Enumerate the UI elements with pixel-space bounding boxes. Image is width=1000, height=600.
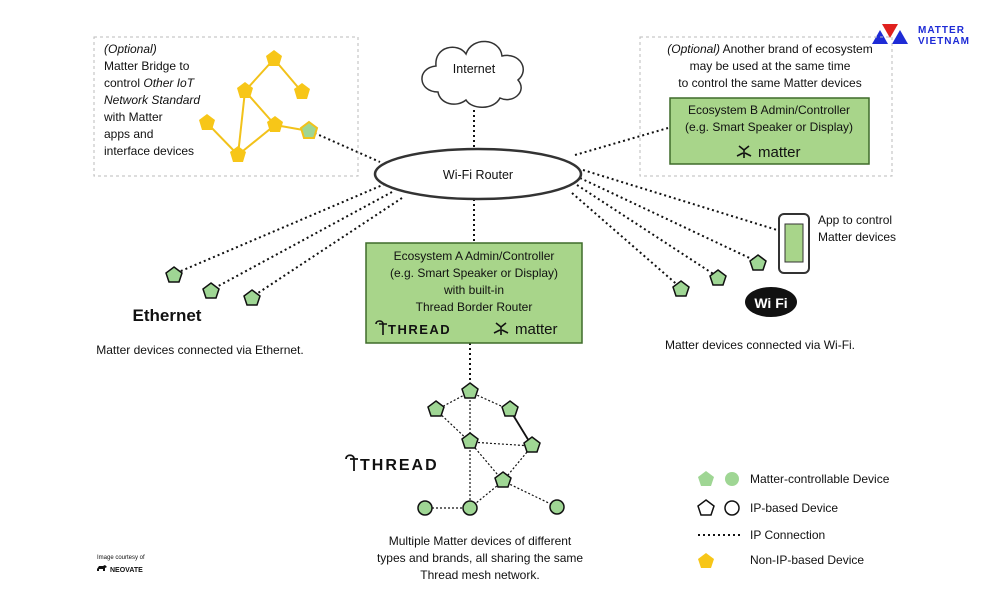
ecosystem-a-line-4: Thread Border Router [416, 300, 533, 314]
internet-cloud: Internet [421, 40, 524, 108]
ecosystem-b-panel: (Optional) Another brand of ecosystem ma… [639, 36, 893, 177]
legend-ip-pentagon-icon [697, 499, 715, 516]
wifi-router: Wi-Fi Router [373, 147, 583, 201]
app-label-line-1: App to control [818, 213, 892, 227]
wifi-logo: Wi Fi [745, 287, 797, 317]
wifi-device-3 [672, 280, 690, 297]
ethernet-device-2 [202, 282, 220, 299]
ecosystem-b-matter-logo: matter [758, 144, 801, 161]
wifi-router-label: Wi-Fi Router [443, 168, 513, 182]
non-ip-device-6 [230, 146, 246, 162]
ecosystem-b-note-line2: may be used at the same time [690, 59, 851, 73]
smartphone-icon [778, 213, 810, 274]
thread-device-2 [427, 400, 445, 417]
bridge-line-4: with Matter [103, 110, 163, 124]
matter-vietnam-logo: MATTER VIETNAM [872, 24, 970, 47]
link-ethernet-device-2 [210, 191, 393, 291]
legend-ip-label: IP-based Device [750, 501, 838, 515]
wifi-devices [672, 254, 767, 297]
app-label-line-2: Matter devices [818, 230, 896, 244]
legend-matter-label: Matter-controllable Device [750, 472, 890, 486]
matter-bridge-panel: (Optional) Matter Bridge to control Othe… [93, 36, 359, 177]
internet-label: Internet [453, 62, 496, 76]
thread-logo: THREAD [360, 457, 439, 474]
wifi-logo-text: Wi Fi [754, 295, 787, 311]
non-ip-device-5 [267, 116, 283, 132]
link-bridge-router [309, 130, 381, 163]
legend-connection-label: IP Connection [750, 528, 825, 542]
ecosystem-a-line-1: Ecosystem A Admin/Controller [394, 249, 555, 263]
ecosystem-a-thread-logo: THREAD [388, 322, 451, 337]
matter-logo-icon [872, 24, 908, 44]
bridge-device-icon [299, 120, 319, 139]
non-ip-network-links [206, 58, 310, 156]
ecosystem-a-box [365, 242, 583, 344]
ecosystem-a-panel: Ecosystem A Admin/Controller (e.g. Smart… [365, 242, 583, 344]
bridge-line-3: Network Standard [104, 93, 200, 107]
thread-caption-line-3: Thread mesh network. [420, 568, 539, 582]
thread-device-4 [461, 432, 479, 449]
thread-device-7 [462, 500, 478, 516]
logo-text-matter: MATTER [918, 25, 965, 36]
ethernet-device-3 [243, 289, 261, 306]
wifi-device-1 [749, 254, 767, 271]
thread-icon [345, 454, 358, 471]
bridge-optional-label: (Optional) [104, 42, 157, 56]
non-ip-device-1 [266, 50, 282, 66]
ecosystem-b-note-line1: (Optional) Another brand of ecosystem [667, 42, 872, 56]
ethernet-device-1 [165, 266, 183, 283]
bridge-line-6: interface devices [104, 144, 194, 158]
thread-icon [375, 320, 387, 335]
credit-line-1: Image courtesy of [97, 555, 145, 561]
legend-matter-circle-icon [725, 472, 739, 486]
neovate-animal-icon [97, 565, 107, 571]
thread-caption-line-2: types and brands, all sharing the same [377, 551, 583, 565]
ecosystem-a-line-3: with built-in [443, 283, 504, 297]
bridge-line-1: Matter Bridge to [104, 59, 190, 73]
link-wifi-device-1 [579, 177, 759, 263]
ethernet-devices [165, 266, 261, 306]
ethernet-heading: Ethernet [133, 306, 202, 325]
ethernet-caption: Matter devices connected via Ethernet. [96, 343, 303, 357]
thread-device-6 [494, 471, 512, 488]
non-ip-device-4 [199, 114, 215, 130]
ecosystem-b-title-1: Ecosystem B Admin/Controller [688, 103, 850, 117]
thread-device-8 [417, 500, 433, 516]
thread-device-5 [523, 436, 541, 453]
thread-mesh [417, 382, 565, 516]
non-ip-device-3 [294, 83, 310, 99]
link-wifi-device-2 [576, 184, 719, 278]
logo-text-vietnam: VIETNAM [918, 36, 970, 47]
matter-icon [736, 145, 752, 158]
bridge-line-5: apps and [104, 127, 153, 141]
non-ip-devices [199, 50, 310, 162]
matter-icon [493, 322, 509, 335]
image-credit: Image courtesy of NEOVATE [97, 555, 145, 574]
ecosystem-b-note-line3: to control the same Matter devices [678, 76, 861, 90]
thread-device-9 [549, 499, 565, 515]
link-ethernet-device-1 [173, 183, 386, 275]
legend-ip-circle-icon [724, 500, 740, 516]
ecosystem-a-line-2: (e.g. Smart Speaker or Display) [390, 266, 558, 280]
ecosystem-b-title-2: (e.g. Smart Speaker or Display) [685, 120, 853, 134]
legend-non-ip-label: Non-IP-based Device [750, 553, 864, 567]
thread-caption-line-1: Multiple Matter devices of different [389, 534, 572, 548]
wifi-caption: Matter devices connected via Wi-Fi. [665, 338, 855, 352]
link-ecosystem-b-router [574, 127, 669, 156]
ecosystem-b-box [669, 97, 870, 165]
bridge-line-2: control Other IoT [104, 76, 196, 90]
link-app-router [582, 169, 791, 235]
ecosystem-a-matter-logo: matter [515, 321, 558, 338]
legend-matter-pentagon-icon [698, 471, 714, 486]
link-wifi-device-3 [571, 192, 682, 289]
thread-device-1 [461, 382, 479, 399]
legend: Matter-controllable Device IP-based Devi… [697, 471, 890, 568]
credit-line-2: NEOVATE [110, 567, 143, 574]
thread-device-3 [501, 400, 519, 417]
legend-non-ip-pentagon-icon [698, 553, 714, 568]
non-ip-device-2 [237, 82, 253, 98]
wifi-device-2 [709, 269, 727, 286]
